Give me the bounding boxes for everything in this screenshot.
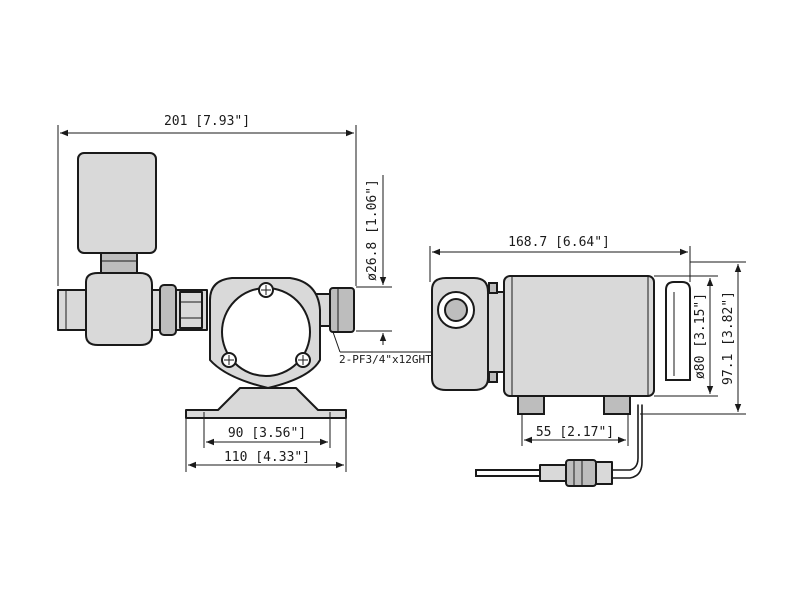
motor-foot-right xyxy=(603,395,631,415)
tee-fitting xyxy=(85,272,153,346)
dim-overall-length: 201 [7.93"] xyxy=(164,114,250,129)
side-bracket xyxy=(487,291,505,373)
dim-port-diameter: ø26.8 [1.06"] xyxy=(365,179,380,281)
side-view xyxy=(431,275,691,487)
power-wire xyxy=(611,404,639,471)
motor-body xyxy=(503,275,655,397)
dim-base-inner: 90 [3.56"] xyxy=(228,426,306,441)
mounting-base xyxy=(185,387,347,419)
dim-side-height: 97.1 [3.82"] xyxy=(721,291,736,385)
switch-stem xyxy=(100,252,138,274)
dim-base-outer: 110 [4.33"] xyxy=(224,450,310,465)
motor-foot-left xyxy=(517,395,545,415)
motor-end-switch xyxy=(665,281,691,381)
front-view xyxy=(57,152,355,419)
port-thread-label: 2-PF3/4"x12GHT xyxy=(339,353,432,366)
wire-connector xyxy=(475,459,613,487)
side-dimensions: 168.7 [6.64"] 55 [2.17"] ø80 [3.15"] 97.… xyxy=(429,235,746,446)
cover-screws xyxy=(221,282,311,368)
front-dimensions: 201 [7.93"] ø26.8 [1.06"] 90 [3.56"] 110… xyxy=(57,114,440,472)
pressure-switch-box xyxy=(77,152,157,254)
dim-motor-diameter: ø80 [3.15"] xyxy=(693,293,708,379)
left-inlet-pipe xyxy=(57,289,87,331)
dim-mount-spacing: 55 [2.17"] xyxy=(536,425,614,440)
dim-side-length: 168.7 [6.64"] xyxy=(508,235,610,250)
